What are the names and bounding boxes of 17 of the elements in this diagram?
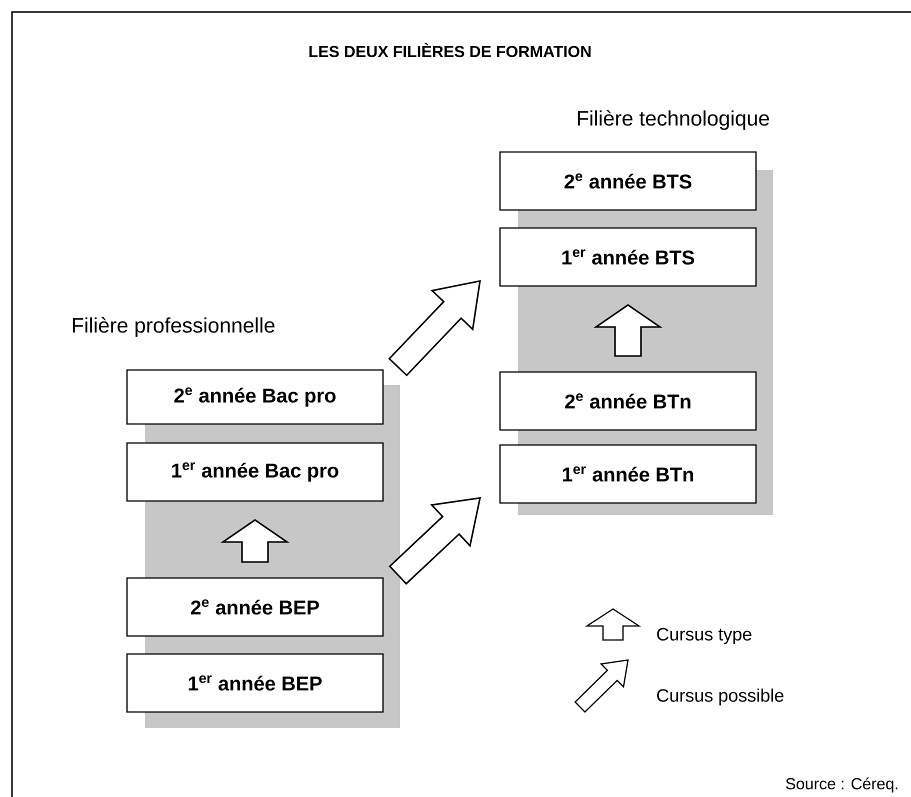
block-arrow [593,304,663,357]
legend-text: Cursus type [657,628,752,644]
legend-text: Cursus possible [657,688,784,706]
stage-box: 2$^{e}$ année BTn [499,371,757,431]
block-arrow [388,280,481,376]
stage-box: 1$^{er}$ année BTS [499,227,757,287]
stage-box: 2$^{e}$ année BTS [499,151,757,211]
title: LES DEUX FILIÈRES DE FORMATION [309,42,591,58]
heading: Filière professionnelle [72,317,274,337]
stage-box: 1$^{er}$ année BTn [499,444,757,504]
heading: Filière technologique [578,110,769,130]
stage-box: 2$^{e}$ année BEP [126,577,384,637]
heading: Source : Céreq. [786,777,898,793]
stage-box: 2$^{e}$ année Bac pro [126,369,384,425]
stage-box: 1$^{er}$ année BEP [126,653,384,713]
stage-box: 1$^{er}$ année Bac pro [126,442,384,502]
block-arrow [220,519,290,563]
